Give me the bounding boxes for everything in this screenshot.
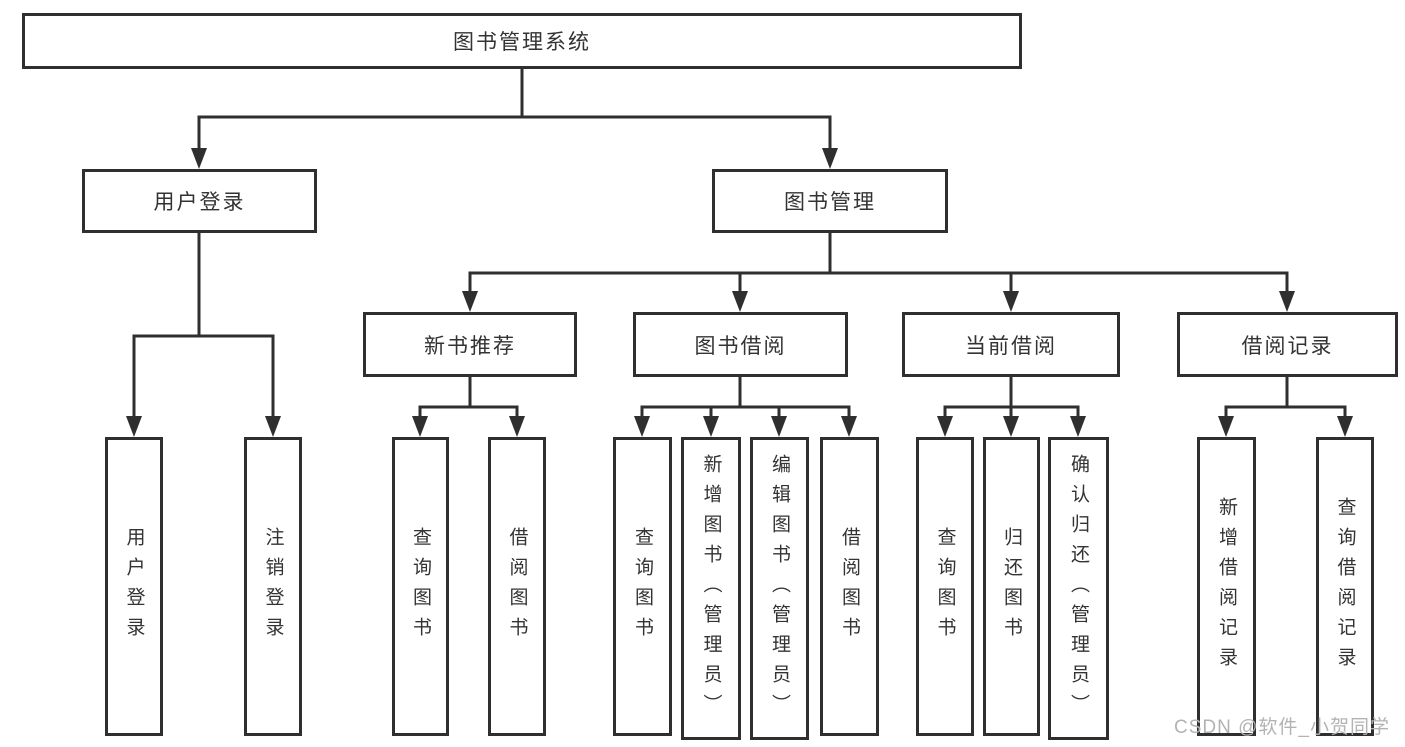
leaf-cb-return-books: 归还图书 — [983, 437, 1040, 736]
node-book-management: 图书管理 — [712, 169, 948, 233]
leaf-cb-query-books-label: 查询图书 — [934, 526, 956, 647]
leaf-nb-borrow-books-label: 借阅图书 — [506, 526, 528, 647]
leaf-cb-confirm-return-admin: 确认归还（管理员） — [1048, 437, 1109, 740]
connector-book-management-sections — [462, 231, 1295, 312]
leaf-nb-borrow-books: 借阅图书 — [488, 437, 546, 736]
connector-root-to-level2 — [191, 67, 838, 169]
leaf-logout-label: 注销登录 — [262, 526, 284, 647]
leaf-nb-query-books: 查询图书 — [392, 437, 449, 736]
leaf-nb-query-books-label: 查询图书 — [410, 526, 431, 647]
connector-book-borrowing-children — [634, 375, 857, 437]
connector-user-login-children — [126, 231, 281, 437]
node-current-borrowing: 当前借阅 — [902, 312, 1120, 377]
node-book-borrowing: 图书借阅 — [633, 312, 848, 377]
leaf-bb-add-books-admin-label: 新增图书（管理员） — [700, 453, 722, 724]
leaf-cb-query-books: 查询图书 — [916, 437, 974, 736]
leaf-br-query-record: 查询借阅记录 — [1316, 437, 1374, 736]
connector-borrowing-records-children — [1218, 375, 1353, 437]
leaf-bb-query-books-label: 查询图书 — [632, 526, 653, 647]
leaf-logout: 注销登录 — [244, 437, 302, 736]
leaf-br-add-record: 新增借阅记录 — [1197, 437, 1256, 736]
leaf-user-login-label: 用户登录 — [123, 526, 145, 647]
node-user-login-label: 用户登录 — [153, 191, 246, 214]
leaf-cb-return-books-label: 归还图书 — [1001, 526, 1022, 647]
leaf-bb-add-books-admin: 新增图书（管理员） — [681, 437, 741, 740]
leaf-bb-query-books: 查询图书 — [613, 437, 672, 736]
node-new-book-recommend-label: 新书推荐 — [424, 334, 516, 358]
leaf-bb-edit-books-admin: 编辑图书（管理员） — [750, 437, 809, 740]
node-borrowing-records: 借阅记录 — [1177, 312, 1398, 377]
node-book-management-label: 图书管理 — [784, 191, 876, 214]
leaf-user-login: 用户登录 — [105, 437, 163, 736]
connector-new-book-children — [412, 375, 525, 437]
node-root: 图书管理系统 — [22, 13, 1022, 69]
node-current-borrowing-label: 当前借阅 — [965, 334, 1057, 358]
node-borrowing-records-label: 借阅记录 — [1241, 334, 1334, 358]
leaf-bb-borrow-books-label: 借阅图书 — [839, 526, 860, 647]
leaf-cb-confirm-return-admin-label: 确认归还（管理员） — [1068, 453, 1089, 724]
leaf-br-add-record-label: 新增借阅记录 — [1216, 496, 1237, 677]
node-book-borrowing-label: 图书借阅 — [694, 334, 787, 358]
node-new-book-recommend: 新书推荐 — [363, 312, 577, 377]
node-root-label: 图书管理系统 — [453, 31, 591, 54]
connector-current-borrowing-children — [937, 375, 1086, 437]
node-user-login: 用户登录 — [82, 169, 317, 233]
leaf-bb-borrow-books: 借阅图书 — [820, 437, 879, 736]
leaf-bb-edit-books-admin-label: 编辑图书（管理员） — [769, 453, 790, 724]
leaf-br-query-record-label: 查询借阅记录 — [1334, 496, 1356, 677]
csdn-watermark: CSDN @软件_小贺同学 — [1174, 717, 1390, 738]
